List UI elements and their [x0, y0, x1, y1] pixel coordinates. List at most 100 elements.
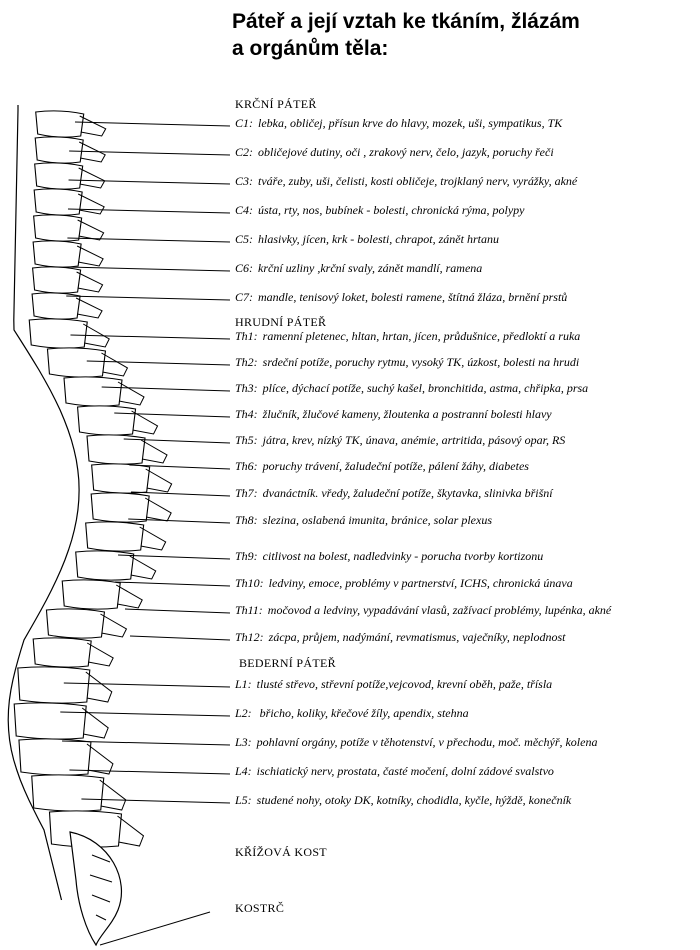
vertebra-entry: Th9:citlivost na bolest, nadledvinky - p…: [235, 549, 543, 564]
vertebra: [17, 666, 91, 704]
vertebra: [32, 637, 92, 668]
vertebra-entry: Th6:poruchy trávení, žaludeční potíže, p…: [235, 459, 529, 474]
vertebra-code: L1:: [235, 677, 252, 691]
vertebra: [34, 136, 84, 164]
vertebra: [35, 110, 85, 138]
vertebra-entry: L5:studené nohy, otoky DK, kotníky, chod…: [235, 793, 571, 808]
spinous-process: [100, 613, 128, 638]
vertebra-entry: Th11:močovod a ledviny, vypadávání vlasů…: [235, 603, 611, 618]
vertebra-description: studené nohy, otoky DK, kotníky, chodidl…: [256, 793, 572, 807]
vertebra-code: Th3:: [235, 381, 258, 395]
spinous-process: [99, 779, 127, 811]
spinous-process: [81, 707, 109, 739]
vertebra-code: Th2:: [235, 355, 258, 369]
vertebra: [45, 608, 106, 639]
spinous-process: [76, 271, 104, 293]
section-cervical: KRČNÍ PÁTEŘ: [235, 97, 317, 111]
pointer-line: [62, 740, 231, 746]
vertebra: [32, 266, 82, 294]
pointer-line: [123, 438, 231, 444]
vertebra-description: zácpa, průjem, nadýmání, revmatismus, va…: [268, 630, 566, 644]
pointer-line: [114, 412, 231, 418]
vertebra: [76, 405, 137, 436]
pointer-line: [69, 150, 231, 156]
section-lumbar: BEDERNÍ PÁTEŘ: [239, 656, 336, 670]
vertebra-description: močovod a ledviny, vypadávání vlasů, zaž…: [267, 603, 612, 617]
vertebra: [18, 738, 92, 776]
vertebra-description: žlučník, žlučové kameny, žloutenka a pos…: [262, 407, 552, 421]
vertebra: [32, 240, 82, 268]
vertebra-code: L3:: [235, 735, 252, 749]
vertebra-description: ústa, rty, nos, bubínek - bolesti, chron…: [258, 203, 525, 217]
title-line-1: Páteř a její vztah ke tkáním, žlázám: [232, 10, 580, 33]
vertebra-code: Th7:: [235, 486, 258, 500]
pointer-line: [67, 237, 231, 243]
pointer-line: [66, 295, 231, 301]
vertebra-description: lebka, obličej, přísun krve do hlavy, mo…: [258, 116, 563, 130]
vertebra: [61, 579, 121, 610]
vertebra-code: C6:: [235, 261, 253, 275]
vertebra-description: citlivost na bolest, nadledvinky - poruc…: [262, 549, 544, 563]
vertebra: [48, 810, 123, 848]
pointer-line: [128, 518, 231, 524]
vertebra-description: ramenní pletenec, hltan, hrtan, jícen, p…: [262, 329, 581, 343]
vertebra-description: hlasivky, jícen, krk - bolesti, chrapot,…: [258, 232, 499, 246]
vertebra-entry: Th10:ledviny, emoce, problémy v partners…: [235, 576, 573, 591]
spinous-process: [139, 526, 167, 551]
vertebra-description: mandle, tenisový loket, bolesti ramene, …: [258, 290, 568, 304]
vertebra-entry: L2: břicho, koliky, křečové žíly, apendi…: [235, 706, 469, 721]
vertebra-entry: Th3:plíce, dýchací potíže, suchý kašel, …: [235, 381, 588, 396]
section-thoracic: HRUDNÍ PÁTEŘ: [235, 315, 327, 329]
spinous-process: [78, 167, 106, 189]
pointer-line: [68, 179, 231, 185]
vertebra-entry: C4:ústa, rty, nos, bubínek - bolesti, ch…: [235, 203, 525, 218]
vertebra: [63, 376, 123, 407]
vertebra-code: C1:: [235, 116, 253, 130]
vertebra-description: srdeční potíže, poruchy rytmu, vysoký TK…: [262, 355, 580, 369]
vertebra: [85, 521, 145, 552]
spinous-process: [79, 115, 107, 137]
pointer-line: [67, 208, 231, 214]
vertebra-description: břicho, koliky, křečové žíly, apendix, s…: [256, 706, 469, 720]
pointer-line: [86, 360, 231, 366]
vertebra-entry: C2:obličejové dutiny, oči , zrakový nerv…: [235, 145, 554, 160]
pointer-line: [131, 491, 231, 497]
vertebra-entry: Th5:játra, krev, nízký TK, únava, anémie…: [235, 433, 565, 448]
diagram-title: Páteř a její vztah ke tkáním, žlázám a o…: [232, 8, 692, 62]
vertebra: [13, 702, 87, 740]
vertebra-entry: Th4: žlučník, žlučové kameny, žloutenka a…: [235, 407, 552, 422]
pointer-line: [74, 121, 231, 127]
vertebra: [31, 292, 81, 320]
spinous-process: [85, 671, 113, 703]
vertebra-code: Th12:: [235, 630, 264, 644]
spinous-process: [86, 642, 114, 667]
vertebra-code: L4:: [235, 764, 252, 778]
spinous-process: [131, 410, 159, 435]
vertebra-description: obličejové dutiny, oči , zrakový nerv, č…: [258, 145, 554, 159]
vertebra-description: pohlavní orgány, potíže v těhotenství, v…: [256, 735, 598, 749]
vertebra-code: C5:: [235, 232, 253, 246]
spinous-process: [86, 743, 114, 775]
vertebra-code: L2:: [235, 706, 252, 720]
pointer-line: [114, 581, 231, 587]
vertebra-code: Th5:: [235, 433, 258, 447]
vertebra-entry: C3:tváře, zuby, uši, čelisti, kosti obli…: [235, 174, 577, 189]
pointer-line: [66, 266, 231, 272]
pointer-line: [129, 635, 231, 641]
vertebra-entry: L4: ischiatický nerv, prostata, časté moč…: [235, 764, 554, 779]
vertebra-entry: Th2: srdeční potíže, poruchy rytmu, vysok…: [235, 355, 579, 370]
pointer-line: [63, 682, 231, 688]
vertebra-entry: Th8:slezina, oslabená imunita, bránice, …: [235, 513, 492, 528]
vertebra: [34, 162, 84, 190]
vertebra-code: Th4:: [235, 407, 258, 421]
spinous-process: [82, 323, 110, 348]
coccyx-pointer: [99, 911, 211, 946]
pointer-line: [129, 464, 231, 470]
vertebra-description: ledviny, emoce, problémy v partnerství, …: [268, 576, 573, 590]
pointer-line: [124, 608, 231, 614]
vertebra: [75, 550, 135, 581]
spinous-process: [115, 584, 143, 609]
vertebra-entry: Th1:ramenní pletenec, hltan, hrtan, jíce…: [235, 329, 580, 344]
vertebra-code: Th8:: [235, 513, 258, 527]
vertebra-description: ischiatický nerv, prostata, časté močení…: [256, 764, 554, 778]
